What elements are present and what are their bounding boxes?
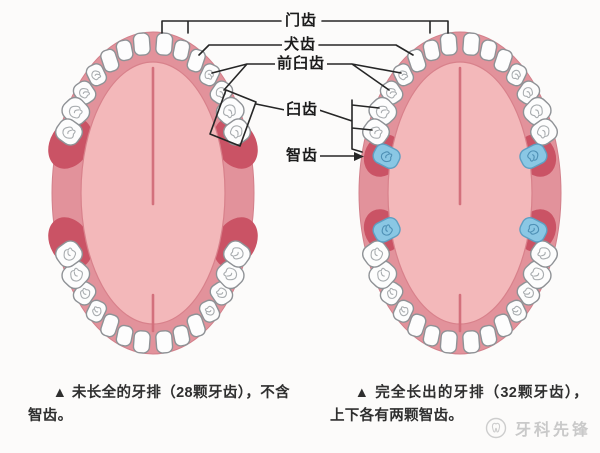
wisdom-tooth: [372, 217, 401, 243]
tooth: [155, 330, 174, 354]
tooth: [422, 324, 441, 347]
wisdom-tooth: [519, 143, 548, 169]
caption-32-teeth: ▲ 完全长出的牙排（32颗牙齿），上下各有两颗智齿。: [330, 385, 588, 425]
premolars-lines-left: [211, 63, 277, 91]
tooth: [361, 240, 391, 268]
tooth: [54, 118, 84, 146]
tooth: [198, 299, 221, 323]
watermark: 牙科先锋: [484, 416, 591, 440]
tooth: [479, 39, 498, 62]
tooth: [100, 313, 120, 338]
tooth: [155, 32, 174, 56]
tooth: [392, 63, 415, 87]
dental-arch-32-teeth: [358, 31, 562, 355]
tooth: [407, 313, 427, 338]
canines-line-left: [198, 44, 284, 56]
incisors-bracket-left: [161, 20, 282, 34]
tooth: [493, 313, 513, 338]
label-molars: 臼齿: [283, 101, 321, 119]
tooth: [100, 48, 120, 73]
tooth: [493, 48, 513, 73]
caption-28-teeth: ▲ 未长全的牙排（28颗牙齿），不含智齿。: [28, 385, 290, 425]
tooth: [529, 240, 559, 268]
tooth: [392, 299, 415, 323]
tooth: [222, 240, 252, 268]
tooth: [422, 39, 441, 62]
tooth: [462, 32, 481, 56]
tooth: [186, 48, 206, 73]
wisdom-tooth: [519, 217, 548, 243]
label-canines: 犬齿: [281, 36, 319, 54]
label-incisors: 门齿: [282, 12, 320, 30]
tooth: [505, 63, 528, 87]
wisdom-tooth: [372, 143, 401, 169]
tooth: [186, 313, 206, 338]
dental-arch-28-teeth: [48, 31, 258, 355]
tooth: [368, 96, 398, 126]
tooth: [85, 63, 108, 87]
tooth: [115, 324, 134, 347]
tooth: [361, 118, 391, 146]
tooth: [115, 39, 134, 62]
tooth: [479, 324, 498, 347]
molars-bracket-right: [318, 99, 380, 153]
tooth: [505, 299, 528, 323]
tooth: [172, 324, 191, 347]
tooth: [132, 330, 151, 354]
molars-line-left: [255, 103, 286, 111]
tooth: [132, 32, 151, 56]
incisors-bracket-right: [321, 20, 449, 34]
tooth: [462, 330, 481, 354]
watermark-brand: 牙科先锋: [515, 422, 592, 439]
tooth-logo-icon: [485, 417, 507, 439]
tooth: [529, 118, 559, 146]
wisdom-arrowhead-icon: [354, 152, 364, 161]
tooth: [439, 330, 458, 354]
tooth: [172, 39, 191, 62]
tooth: [54, 240, 84, 268]
tooth: [198, 63, 221, 87]
tooth: [522, 96, 552, 126]
premolars-lines-right: [325, 63, 402, 91]
canines-line-right: [318, 44, 414, 56]
molars-box-left: [209, 89, 257, 147]
tooth: [85, 299, 108, 323]
label-wisdom: 智齿: [283, 147, 321, 165]
label-premolars: 前臼齿: [274, 55, 328, 73]
